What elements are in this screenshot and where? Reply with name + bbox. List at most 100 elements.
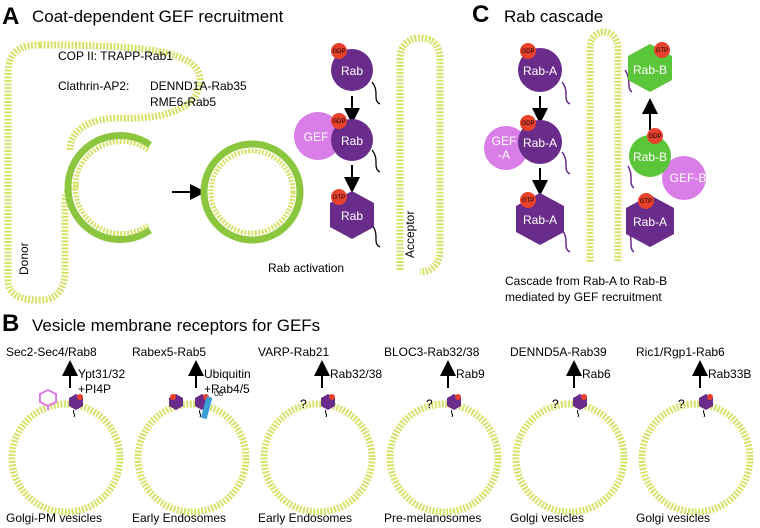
panel-c-title: Rab cascade	[504, 7, 603, 26]
unknown-receptor: ?	[552, 397, 559, 411]
c-gdp-label-rab-b: GDP	[648, 134, 661, 140]
cascade-caption-1: Cascade from Rab-A to Rab-B	[505, 274, 667, 288]
rab-a-label-right: Rab-A	[633, 215, 667, 229]
clathrin-line-1: DENND1A-Rab35	[150, 79, 247, 93]
rab-gdp-inactive: Rab GDP	[331, 43, 381, 105]
rab-label-top: Rab	[341, 64, 363, 78]
vesicle-membrane	[386, 400, 502, 516]
coated-vesicle-coat	[200, 140, 304, 244]
c-gdp-label-mid: GDP	[521, 121, 534, 127]
c-gdp-label-top: GDP	[521, 49, 534, 55]
cascade-membrane	[586, 28, 622, 262]
vesicle-rab-anchor	[450, 409, 454, 418]
rab-b-gtp: Rab-B GTP	[624, 42, 672, 93]
receptor-label-2: +PI4P	[78, 382, 111, 396]
gdp-label-top: GDP	[332, 49, 345, 55]
unknown-receptor: ?	[678, 397, 685, 411]
vesicle-type-label: Early Endosomes	[132, 511, 226, 525]
rab-a-gdp: Rab-A GDP	[518, 43, 571, 105]
gef-a-blob	[484, 126, 528, 170]
receptor-label: Ubiquitin	[204, 367, 251, 381]
gef-blob	[294, 112, 342, 160]
vesicle-rab-gtp	[707, 394, 713, 400]
rab-a-gtp-right: Rab-A GTP	[626, 193, 674, 253]
gef-complex-label: VARP-Rab21	[258, 345, 329, 359]
c-gtp-label-rab-b: GTP	[656, 48, 668, 54]
vesicle-type-label: Pre-melanosomes	[384, 511, 481, 525]
rab-a-label-mid: Rab-A	[523, 136, 557, 150]
gef-a-line2: -A	[498, 148, 510, 162]
rab-b-gdp: Rab-B GDP	[627, 128, 671, 189]
panel-b-letter: B	[2, 310, 19, 337]
copii-label: COP II: TRAPP-Rab1	[58, 49, 173, 63]
vesicle-type-label: Early Endosomes	[258, 511, 352, 525]
panel-a-title: Coat-dependent GEF recruitment	[32, 7, 284, 26]
rab-gdp-bound: Rab GDP	[331, 113, 381, 173]
gef-b-blob	[662, 156, 706, 200]
receptor-label: Ypt31/32	[78, 367, 125, 381]
vesicle-rab-gtp	[581, 394, 587, 400]
vesicle-rab-anchor	[324, 409, 328, 418]
rab5-gtp	[170, 394, 176, 400]
vesicle-rab-gtp	[455, 394, 461, 400]
gef-complex-label: Sec2-Sec4/Rab8	[6, 345, 97, 359]
gef-complex-label: DENND5A-Rab39	[510, 345, 607, 359]
vesicle-rab-gtp	[329, 394, 335, 400]
rab-a-label-top: Rab-A	[523, 64, 557, 78]
donor-label: Donor	[17, 242, 31, 275]
vesicle-membrane	[134, 400, 250, 516]
unknown-receptor: ?	[426, 397, 433, 411]
gdp-badge-mid	[331, 113, 347, 129]
clathrin-prefix: Clathrin-AP2:	[58, 79, 129, 93]
rab-label-mid: Rab	[341, 134, 363, 148]
vesicle-rab-anchor	[72, 409, 76, 418]
coat-bud	[64, 132, 153, 243]
vesicle-type-label: Golgi-PM vesicles	[6, 511, 102, 525]
panel-a-letter: A	[2, 3, 19, 30]
gef-label: GEF	[304, 130, 329, 144]
vesicle-rab-anchor	[576, 409, 580, 418]
rab-a-gdp-bound: Rab-A GDP	[518, 115, 571, 175]
vesicle-membrane	[8, 400, 124, 516]
gef-complex-label: Ric1/Rgp1-Rab6	[636, 345, 725, 359]
cascade-caption-2: mediated by GEF recruitment	[505, 290, 662, 304]
ubiquitin-label: Ub	[214, 391, 223, 398]
clathrin-line-2: RME6-Rab5	[150, 95, 216, 109]
c-gtp-label-left: GTP	[522, 198, 534, 204]
pi4p-icon	[39, 388, 57, 408]
vesicle-rab-anchor	[702, 409, 706, 418]
receptor-label-2: +Rab4/5	[204, 382, 250, 396]
bud-membrane	[72, 139, 150, 236]
receptor-label: Rab6	[582, 367, 611, 381]
vesicle-type-label: Golgi vesicles	[510, 511, 584, 525]
rab-label-bottom: Rab	[341, 209, 363, 223]
receptor-label: Rab32/38	[330, 367, 382, 381]
gef-a-line1: GEF	[492, 134, 517, 148]
acceptor-label: Acceptor	[403, 211, 417, 258]
panel-c-letter: C	[472, 1, 489, 28]
gdp-badge-top	[331, 43, 347, 59]
rab-gtp-active: Rab GTP	[330, 189, 381, 248]
gef-b-label: GEF-B	[670, 171, 707, 185]
receptor-label: Rab33B	[708, 367, 751, 381]
rab-a-gtp: Rab-A GTP	[516, 192, 571, 253]
vesicle-membrane	[512, 400, 628, 516]
c-gtp-label-right: GTP	[640, 199, 652, 205]
gtp-badge	[331, 189, 347, 205]
unknown-receptor: ?	[300, 397, 307, 411]
gtp-label: GTP	[333, 195, 345, 201]
vesicle-rab-anchor	[198, 409, 202, 418]
vesicle-rab-gtp	[77, 394, 83, 400]
receptor-label: Rab9	[456, 367, 485, 381]
vesicle-type-label: Golgi vesicles	[636, 511, 710, 525]
vesicle-membrane	[260, 400, 376, 516]
rab-b-label-top: Rab-B	[633, 63, 667, 77]
vesicle-membrane	[638, 400, 754, 516]
panel-b-title: Vesicle membrane receptors for GEFs	[32, 316, 320, 335]
rab-activation-label: Rab activation	[268, 261, 344, 275]
gef-complex-label: BLOC3-Rab32/38	[384, 345, 480, 359]
rab-a-label-bottom: Rab-A	[523, 213, 557, 227]
